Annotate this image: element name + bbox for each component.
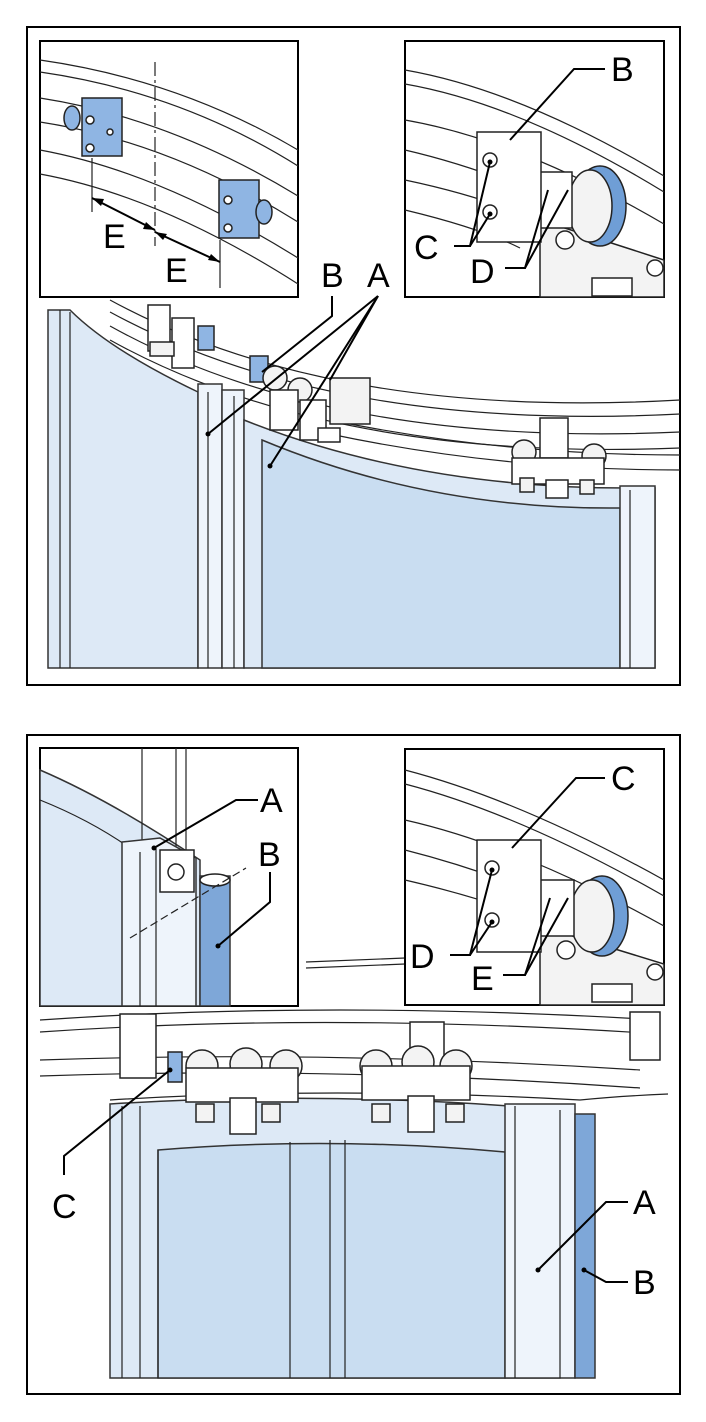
top-main-callouts: B A [205, 257, 390, 469]
bottom-clamp-left [119, 1013, 157, 1079]
top-inset-block [476, 131, 542, 243]
bottom-inset-left: A B [39, 747, 299, 1007]
top-main-carriage-left [147, 304, 215, 369]
bottom-inset-block [476, 839, 542, 953]
top-inset-label-d: D [470, 253, 495, 291]
bottom-main-label-b: B [633, 1264, 656, 1302]
bottom-seal-strip [574, 1113, 596, 1379]
top-main-label-a: A [367, 257, 390, 295]
top-main-carriage-right [511, 417, 607, 499]
top-inset-label-e1: E [103, 218, 126, 256]
top-inset-right-frame [404, 40, 665, 298]
figure-top: B A [26, 26, 681, 686]
top-inset-label-e2: E [165, 252, 188, 290]
top-inset-right: B C D [404, 40, 665, 298]
top-inset-label-c: C [414, 229, 439, 267]
top-main-carriage-mid [249, 355, 371, 443]
bottom-main-panels [109, 1097, 596, 1379]
bottom-main-carriage-right [359, 1021, 473, 1133]
bottom-inset-seal [199, 875, 231, 1007]
top-main-stop-block-1 [197, 325, 215, 351]
top-right-edge-profile [619, 485, 656, 669]
figure-bottom-frame [26, 734, 681, 1395]
bottom-main-label-a: A [633, 1184, 656, 1222]
top-right-panel-inner [261, 438, 621, 669]
top-main-clamp-right [539, 417, 569, 459]
bottom-inset-label-d: D [410, 938, 435, 976]
bottom-inset-right-frame [404, 748, 665, 1006]
bottom-inset-label-b: B [258, 836, 281, 874]
figure-bottom: C A B A B [26, 734, 681, 1395]
top-inset-label-b: B [611, 51, 634, 89]
bottom-edge-profile [504, 1103, 576, 1379]
bottom-main-label-c: C [52, 1188, 77, 1226]
bottom-main-callouts: C A B [52, 1067, 656, 1302]
top-main-label-b: B [321, 257, 344, 295]
bottom-inset-label-e: E [471, 960, 494, 998]
bottom-inset-right: C D E [404, 748, 665, 1006]
figure-top-frame [26, 26, 681, 686]
bottom-main-carriage-left [119, 1013, 303, 1135]
top-main-clamp [329, 377, 371, 425]
top-inset-left: E E [39, 40, 299, 298]
top-inset-left-frame [39, 40, 299, 298]
bottom-inset-label-c: C [611, 760, 636, 798]
top-main-panels [47, 309, 656, 669]
bottom-stop-block [167, 1051, 183, 1083]
top-panel-profile-b [221, 389, 245, 669]
bottom-inset-label-a: A [260, 782, 283, 820]
